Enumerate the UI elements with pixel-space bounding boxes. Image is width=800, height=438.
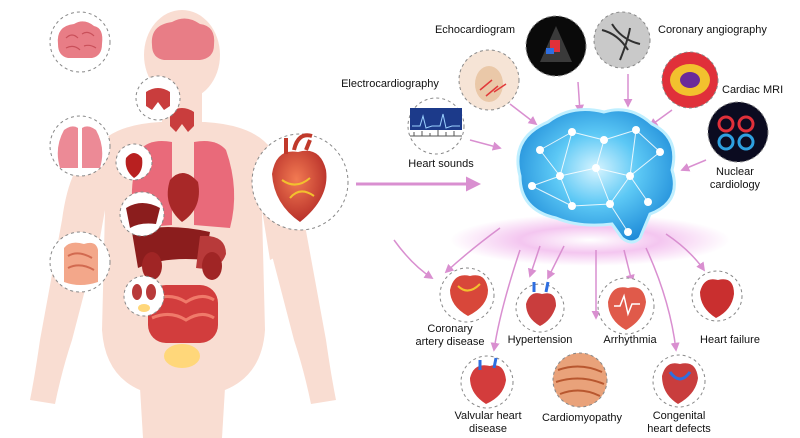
label-coronary-angiography: Coronary angiography [658, 24, 767, 36]
label-heart-failure: Heart failure [700, 334, 760, 346]
organ-circle-thyroid [135, 75, 181, 121]
modality-echocardiogram [458, 49, 520, 111]
organ-circle-kidneys [123, 275, 165, 317]
heart-icon [125, 153, 143, 178]
label-heart-sounds: Heart sounds [408, 158, 474, 170]
output-arrows [393, 227, 706, 352]
modality-coronary-angiography [593, 11, 651, 69]
disease-congenital [652, 354, 706, 408]
organ-circle-intestines [49, 231, 111, 293]
glow-disc [450, 214, 730, 266]
brain-icon [57, 21, 103, 58]
organ-circle-liver [119, 191, 165, 237]
label-arrhythmia: Arrhythmia [603, 334, 657, 346]
modality-echo-image [525, 15, 587, 77]
disease-heart-failure [691, 270, 743, 322]
modality-electrocardiography [407, 97, 465, 155]
label-cardiomyopathy: Cardiomyopathy [541, 412, 623, 424]
organ-circle-lungs [49, 115, 111, 177]
kidney-icon [132, 284, 142, 300]
ai-brain [450, 108, 730, 266]
label-cardiac-mri: Cardiac MRI [722, 84, 784, 96]
disease-cardiomyopathy [552, 352, 608, 408]
label-electrocardiography: Electrocardiography [341, 78, 439, 90]
disease-arrhythmia [597, 277, 655, 335]
intestines-icon [64, 242, 98, 285]
liver-icon [126, 203, 160, 228]
thyroid-icon [146, 88, 170, 110]
disease-coronary [439, 267, 495, 323]
organ-circle-brain [49, 11, 111, 73]
disease-valvular [460, 355, 514, 409]
label-hypertension: Hypertension [507, 334, 573, 346]
lungs-icon [57, 126, 103, 168]
organ-circle-heart-large [251, 133, 349, 231]
label-congenital-heart-defects: Congenital heart defects [647, 410, 711, 435]
label-valvular-heart-disease: Valvular heart disease [454, 410, 522, 435]
heart-anatomy-icon [272, 150, 327, 222]
label-nuclear-cardiology: Nuclear cardiology [709, 166, 761, 191]
label-coronary-artery-disease: Coronary artery disease [415, 323, 485, 348]
modality-cardiac-mri [661, 51, 719, 109]
disease-hypertension [515, 281, 565, 333]
organ-circle-heart [115, 143, 153, 181]
label-echocardiogram: Echocardiogram [434, 24, 516, 36]
modality-nuclear-cardiology [707, 101, 769, 163]
